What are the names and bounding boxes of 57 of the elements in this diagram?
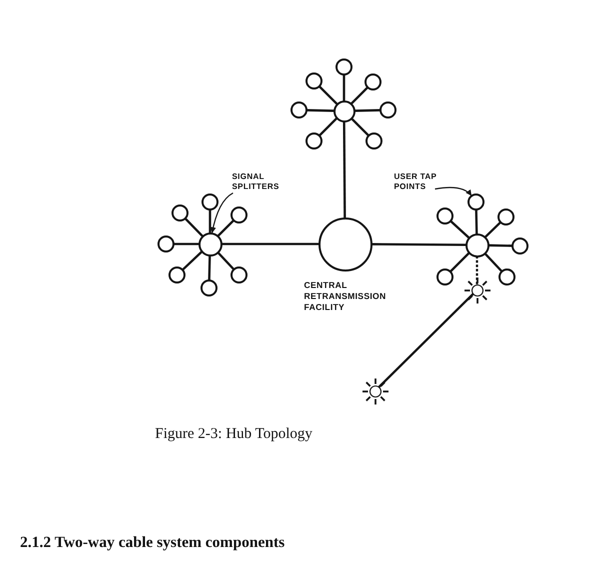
satellite-circle <box>364 73 382 91</box>
facility-label: CENTRAL RETRANSMISSION FACILITY <box>304 280 386 313</box>
cable-line <box>484 221 502 238</box>
hub-circle <box>464 232 490 258</box>
leader-arrow <box>434 186 472 196</box>
cable-line <box>350 117 370 137</box>
cable-line <box>318 117 338 137</box>
cable-line <box>488 244 513 247</box>
satellite-circle <box>365 132 383 150</box>
satellite-circle <box>305 72 323 90</box>
satellite-circle <box>305 132 323 150</box>
dashed-line <box>476 256 478 284</box>
cable-line <box>208 254 211 281</box>
cable-line <box>221 242 319 246</box>
satellite-circle <box>335 58 353 76</box>
cable-line <box>184 218 204 237</box>
satellite-circle <box>201 193 219 211</box>
cable-line <box>354 109 381 112</box>
callout-label: USER TAP POINTS <box>394 172 440 192</box>
leader-arrow <box>210 192 234 234</box>
section-heading: 2.1.2 Two-way cable system components <box>20 534 285 552</box>
cable-line <box>450 220 470 238</box>
cable-line <box>182 250 203 271</box>
cable-line <box>350 86 369 105</box>
cable-line <box>475 209 478 234</box>
starburst-icon <box>464 276 490 304</box>
cable-line <box>306 109 334 112</box>
cable-line <box>318 85 338 105</box>
satellite-circle <box>171 204 189 222</box>
satellite-circle <box>230 266 248 284</box>
cable-line <box>174 242 199 246</box>
cable-line <box>378 293 474 388</box>
hub-circle <box>332 100 356 122</box>
satellite-circle <box>230 206 248 224</box>
satellite-circle <box>436 207 454 225</box>
satellite-circle <box>168 266 186 284</box>
cable-line <box>216 251 235 270</box>
callout-label: SIGNAL SPLITTERS <box>232 172 280 192</box>
satellite-circle <box>157 235 175 253</box>
cable-line <box>484 252 503 272</box>
satellite-circle <box>290 101 308 119</box>
satellite-circle <box>200 279 218 297</box>
cable-line <box>208 210 212 233</box>
satellite-circle <box>497 208 515 226</box>
satellite-circle <box>511 237 529 255</box>
cable-line <box>216 219 235 238</box>
starburst-icon <box>362 378 388 404</box>
satellite-circle <box>379 101 397 119</box>
cable-line <box>449 252 470 273</box>
satellite-circle <box>467 193 485 211</box>
cable-line <box>371 243 466 246</box>
hub-circle <box>198 232 222 256</box>
cable-line <box>342 74 346 101</box>
satellite-circle <box>498 268 516 286</box>
satellite-circle <box>436 268 454 286</box>
cable-line <box>342 121 346 218</box>
figure-caption: Figure 2-3: Hub Topology <box>155 426 312 443</box>
